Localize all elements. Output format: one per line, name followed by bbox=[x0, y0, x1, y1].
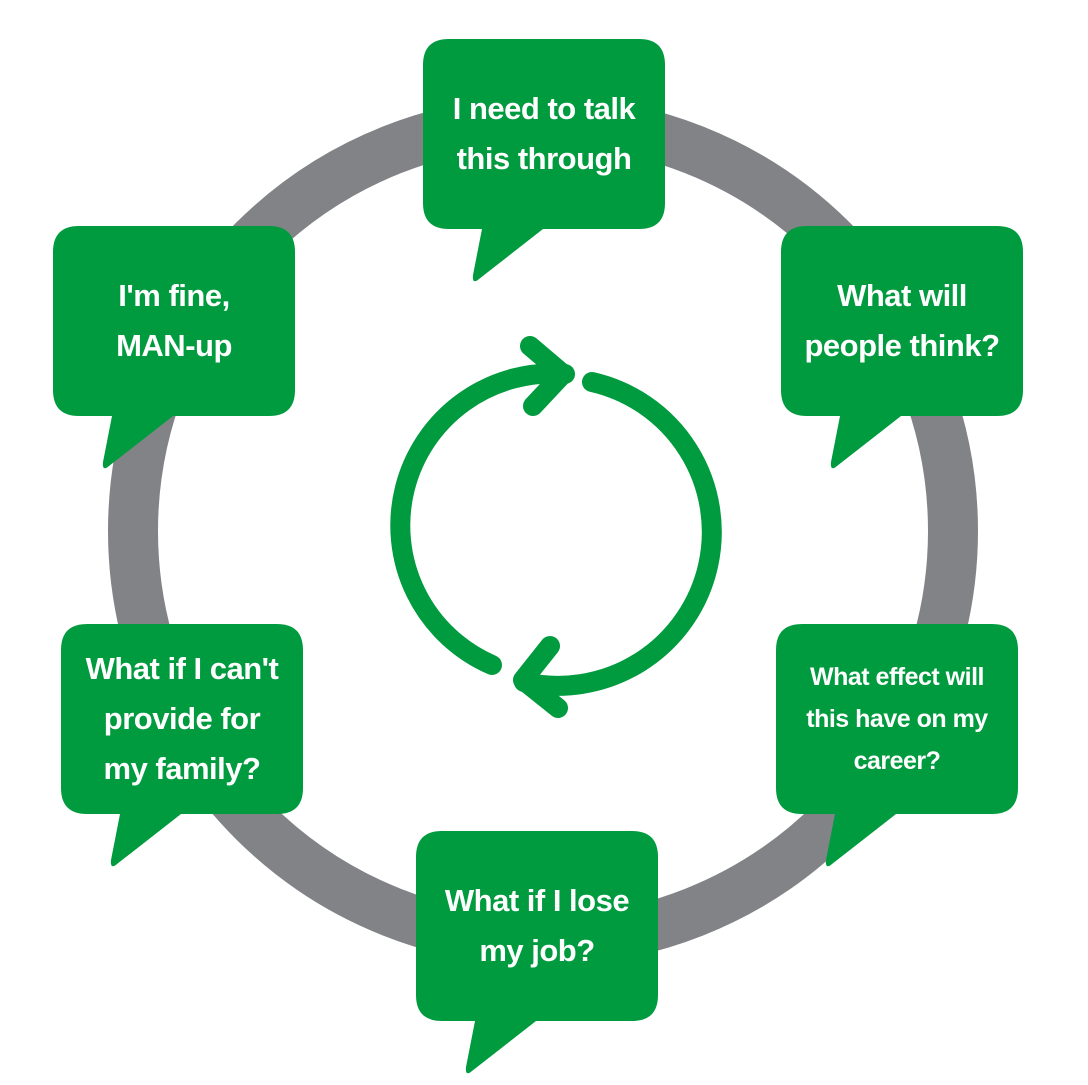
speech-bubble-job-shape bbox=[416, 831, 658, 1074]
cycle-arc-left bbox=[390, 363, 575, 675]
speech-bubble-job: What if I lose my job? bbox=[444, 883, 630, 968]
cycle-arc-right bbox=[514, 372, 722, 696]
cycle-arrowhead-top bbox=[520, 336, 573, 416]
speech-bubble-talk-shape bbox=[423, 39, 665, 282]
cycle-arrowhead-bottom bbox=[513, 636, 568, 718]
speech-bubble-career: What effect will this have on my career? bbox=[806, 663, 988, 775]
speech-bubble-talk: I need to talk this through bbox=[452, 91, 636, 176]
speech-bubble-fine-shape bbox=[53, 226, 295, 469]
refresh-cycle-icon bbox=[390, 336, 722, 718]
speech-bubble-family-shape bbox=[61, 624, 303, 867]
speech-bubble-people-shape bbox=[781, 226, 1023, 469]
speech-bubble-people: What will people think? bbox=[804, 278, 1001, 363]
speech-bubble-career-shape bbox=[776, 624, 1018, 867]
speech-bubble-fine: I'm fine, MAN-up bbox=[116, 278, 232, 363]
speech-bubble-family: What if I can't provide for my family? bbox=[85, 651, 279, 786]
